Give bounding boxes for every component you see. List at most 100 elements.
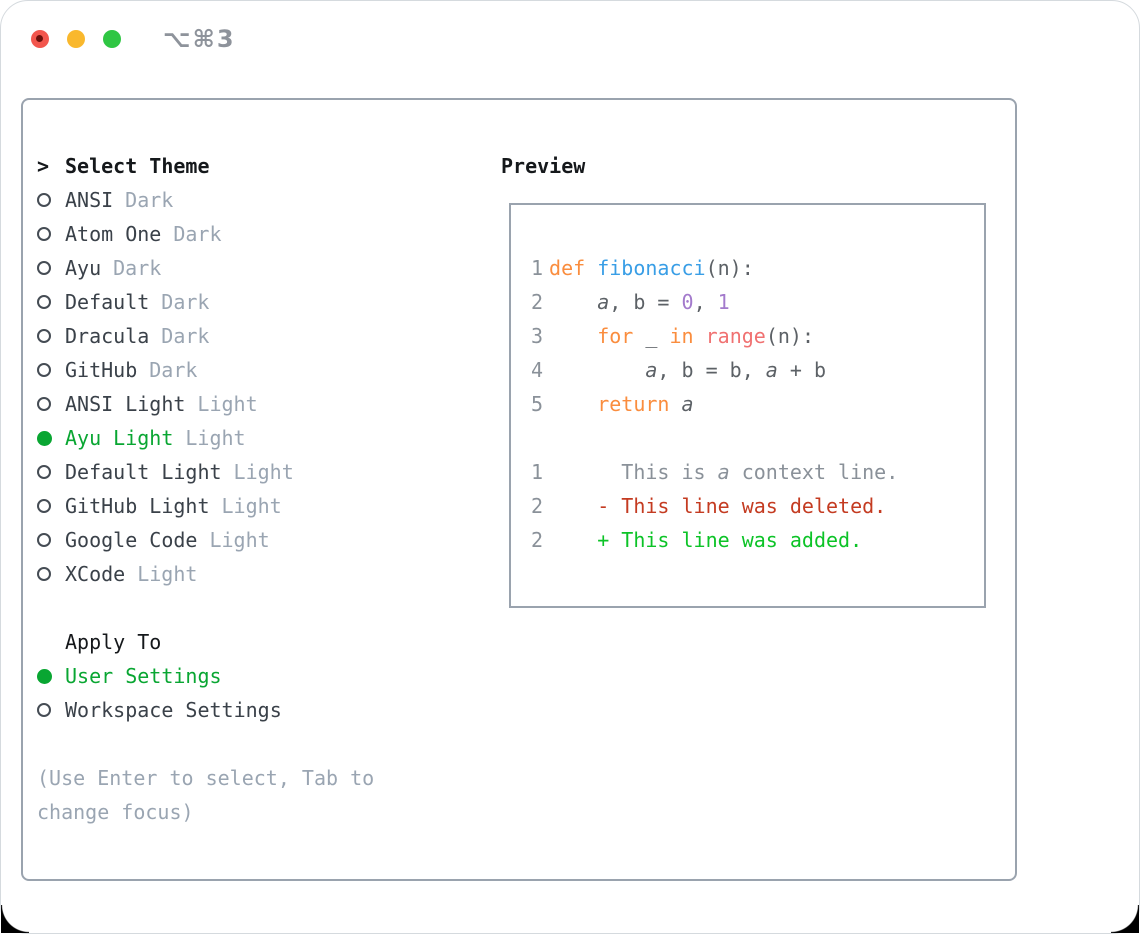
line-number: 2 — [531, 528, 544, 552]
line-number: 1 — [531, 256, 544, 280]
theme-name: Ayu — [65, 256, 102, 280]
theme-option-dracula-dark[interactable]: Dracula Dark — [37, 319, 487, 353]
radio-unselected-icon — [37, 329, 51, 343]
code-token: _ — [633, 324, 670, 348]
theme-variant: Light — [185, 426, 246, 450]
code-token — [585, 256, 597, 280]
code-token: 1 — [717, 290, 730, 314]
code-token: (n): — [705, 256, 754, 280]
theme-name: ANSI Light — [65, 392, 186, 416]
code-token — [669, 392, 681, 416]
line-number: 2 — [531, 290, 544, 314]
window-corner-mask — [1, 905, 29, 933]
apply-option-label: User Settings — [65, 664, 222, 688]
radio-unselected-icon — [37, 397, 51, 411]
theme-option-ansi-dark[interactable]: ANSI Dark — [37, 183, 487, 217]
theme-option-github-dark[interactable]: GitHub Dark — [37, 353, 487, 387]
close-button[interactable] — [31, 30, 49, 48]
line-number: 1 — [531, 460, 544, 484]
code-line: 3 for _ in range(n): — [531, 319, 984, 353]
code-token: , b = b, — [657, 358, 766, 382]
theme-option-ayu-dark[interactable]: Ayu Dark — [37, 251, 487, 285]
theme-option-default-light[interactable]: Default Light Light — [37, 455, 487, 489]
theme-variant: Light — [233, 460, 294, 484]
theme-picker-panel: >Select Theme ANSI Dark Atom One Dark Ay… — [21, 98, 1017, 881]
line-number: 4 — [531, 358, 544, 382]
theme-variant: Light — [137, 562, 198, 586]
theme-option-github-light[interactable]: GitHub Light Light — [37, 489, 487, 523]
radio-unselected-icon — [37, 363, 51, 377]
select-theme-heading: >Select Theme — [37, 149, 487, 183]
titlebar: ⌥⌘3 — [1, 1, 1139, 98]
theme-option-atom-one-dark[interactable]: Atom One Dark — [37, 217, 487, 251]
theme-option-ansi-light[interactable]: ANSI Light Light — [37, 387, 487, 421]
code-token: - This line was deleted. — [549, 494, 887, 518]
theme-option-default-dark[interactable]: Default Dark — [37, 285, 487, 319]
preview-heading: Preview — [501, 154, 586, 178]
theme-name: GitHub Light — [65, 494, 210, 518]
code-line-blank — [531, 421, 984, 455]
code-token: for — [597, 324, 634, 348]
line-number: 3 — [531, 324, 544, 348]
code-line: 2 a, b = 0, 1 — [531, 285, 984, 319]
radio-selected-icon — [37, 430, 52, 446]
apply-option-label: Workspace Settings — [65, 698, 282, 722]
radio-unselected-icon — [37, 533, 51, 547]
theme-name: Atom One — [65, 222, 162, 246]
usage-hint: (Use Enter to select, Tab to change focu… — [37, 766, 375, 824]
theme-variant: Dark — [113, 256, 162, 280]
code-token — [694, 324, 706, 348]
code-token: , — [693, 290, 718, 314]
code-token — [549, 392, 597, 416]
code-token: , b = — [609, 290, 682, 314]
theme-variant: Light — [221, 494, 282, 518]
theme-variant: Dark — [149, 358, 198, 382]
diff-deleted-line: 2 - This line was deleted. — [531, 489, 984, 523]
radio-unselected-icon — [37, 465, 51, 479]
theme-option-google-code-light[interactable]: Google Code Light — [37, 523, 487, 557]
apply-option-user-settings[interactable]: User Settings — [37, 659, 487, 693]
apply-option-workspace-settings[interactable]: Workspace Settings — [37, 693, 487, 727]
theme-name: Google Code — [65, 528, 198, 552]
minimize-button[interactable] — [67, 30, 85, 48]
zoom-button[interactable] — [103, 30, 121, 48]
radio-unselected-icon — [37, 193, 51, 207]
window-corner-mask — [1111, 905, 1139, 933]
spacer — [37, 591, 487, 625]
theme-variant: Light — [197, 392, 258, 416]
radio-selected-icon — [37, 668, 52, 684]
theme-option-xcode-light[interactable]: XCode Light — [37, 557, 487, 591]
line-number: 5 — [531, 392, 544, 416]
code-token: (n): — [765, 324, 814, 348]
theme-variant: Dark — [173, 222, 222, 246]
theme-option-ayu-light[interactable]: Ayu Light Light — [37, 421, 487, 455]
code-token — [549, 324, 597, 348]
line-number: 2 — [531, 494, 544, 518]
code-line: 5 return a — [531, 387, 984, 421]
code-token: range — [705, 324, 766, 348]
theme-variant: Dark — [161, 324, 210, 348]
apply-to-heading: Apply To — [65, 630, 162, 654]
code-token: 0 — [681, 290, 694, 314]
code-token — [549, 290, 597, 314]
traffic-lights — [31, 30, 121, 48]
theme-name: GitHub — [65, 358, 138, 382]
theme-name: ANSI — [65, 188, 114, 212]
theme-name: Ayu Light — [65, 426, 174, 450]
code-token: a — [765, 358, 778, 382]
radio-unselected-icon — [37, 227, 51, 241]
code-token: def — [549, 256, 586, 280]
radio-unselected-icon — [37, 567, 51, 581]
window-title-shortcut: ⌥⌘3 — [163, 25, 236, 53]
theme-variant: Dark — [161, 290, 210, 314]
code-token — [549, 358, 645, 382]
selection-prompt-icon: > — [37, 154, 50, 178]
theme-name: Dracula — [65, 324, 150, 348]
code-token: a — [717, 460, 730, 484]
code-token: return — [597, 392, 670, 416]
radio-unselected-icon — [37, 295, 51, 309]
code-token: a — [597, 290, 610, 314]
code-token: context line. — [729, 460, 899, 484]
